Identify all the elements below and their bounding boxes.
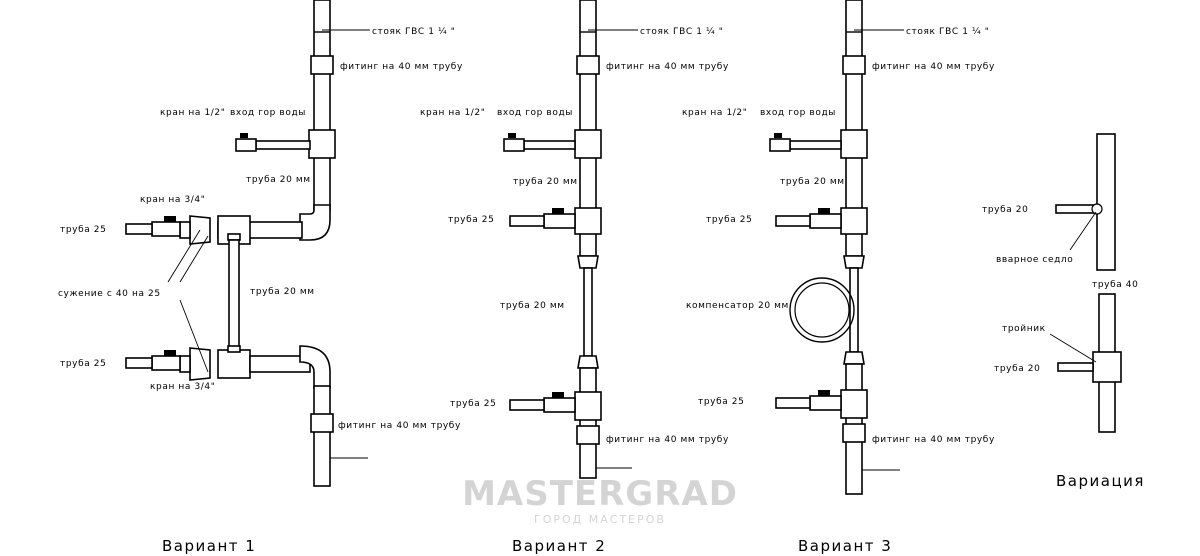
tee-lower	[840, 389, 868, 419]
label-pipe40: труба 40	[1092, 280, 1138, 290]
label-pipe25-bottom: труба 25	[450, 399, 496, 409]
pipe20-vertical	[583, 267, 593, 357]
label-riser: стояк ГВС 1 ¼ "	[906, 27, 990, 37]
watermark-tagline: ГОРОД МАСТЕРОВ	[534, 513, 666, 526]
riser-pipe-bottom	[313, 385, 331, 487]
label-valve-half: кран на 1/2"	[160, 108, 226, 118]
pipe25-upper	[125, 223, 153, 235]
variant-2: стояк ГВС 1 ¼ " фитинг на 40 мм трубу кр…	[420, 0, 729, 555]
label-pipe25-bottom: труба 25	[698, 397, 744, 407]
label-fitting-top: фитинг на 40 мм трубу	[606, 62, 729, 72]
tee-top	[308, 129, 336, 159]
pipe40-upper	[1096, 133, 1116, 271]
valve-1-2	[769, 138, 791, 152]
elbow-top	[299, 204, 331, 241]
label-hot-inlet: вход гор воды	[497, 108, 573, 118]
tee-top	[574, 129, 602, 159]
label-pipe20-top: труба 20 мм	[246, 175, 311, 185]
label-hot-inlet: вход гор воды	[230, 108, 306, 118]
valve-1-2	[235, 138, 257, 152]
pipe25-lower	[125, 357, 153, 369]
label-pipe20-b: труба 20	[994, 364, 1040, 374]
fitting-40mm-bottom	[310, 413, 334, 433]
reducer-lower	[189, 347, 211, 381]
variation: труба 20 вварное седло труба 40 тройник …	[982, 133, 1145, 490]
pipe20-saddle-branch	[1055, 204, 1098, 214]
pipe20-branch	[523, 140, 576, 150]
label-valve-34-top: кран на 3/4"	[140, 195, 206, 205]
valve-lower	[543, 397, 576, 413]
valve-3-4-lower	[151, 355, 181, 371]
pipe20-vertical	[228, 239, 240, 349]
label-valve-half: кран на 1/2"	[682, 108, 748, 118]
label-fitting-bottom: фитинг на 40 мм трубу	[872, 435, 995, 445]
label-fitting-bottom: фитинг на 40 мм трубу	[338, 421, 461, 431]
label-pipe20-a: труба 20	[982, 205, 1028, 215]
label-valve-34-bottom: кран на 3/4"	[150, 382, 216, 392]
reducer-lower	[843, 351, 865, 365]
valve-upper	[809, 213, 842, 229]
tee-top	[840, 129, 868, 159]
tee-upper	[840, 207, 868, 235]
pipe25-lower	[509, 399, 545, 411]
fitting-40mm-top	[842, 55, 866, 75]
variant-1: стояк ГВС 1 ¼ " фитинг на 40 мм трубу кр…	[58, 0, 463, 555]
fitting-40mm-top	[576, 55, 600, 75]
fitting-40mm-top	[310, 55, 334, 75]
caption-variant-1: Вариант 1	[162, 537, 256, 555]
riser-pipe-bottom	[579, 367, 597, 479]
watermark-brand: MASTERGRAD	[462, 474, 738, 514]
caption-variant-2: Вариант 2	[512, 537, 606, 555]
pipe25-lower	[775, 397, 811, 409]
tee-fitting	[1092, 351, 1122, 383]
caption-variation: Вариация	[1056, 472, 1145, 490]
label-pipe25-top: труба 25	[448, 215, 494, 225]
fitting-40mm-bottom	[576, 425, 600, 445]
label-tee: тройник	[1002, 324, 1046, 334]
compensator-loop	[789, 277, 855, 343]
label-fitting-top: фитинг на 40 мм трубу	[340, 62, 463, 72]
tee-upper	[574, 207, 602, 235]
valve-1-2	[503, 138, 525, 152]
label-riser: стояк ГВС 1 ¼ "	[640, 27, 724, 37]
label-fitting-top: фитинг на 40 мм трубу	[872, 62, 995, 72]
tee-lower	[574, 391, 602, 421]
label-fitting-bottom: фитинг на 40 мм трубу	[606, 435, 729, 445]
label-pipe20-top: труба 20 мм	[780, 177, 845, 187]
tee-lower	[217, 349, 251, 379]
reducer-upper	[577, 255, 599, 269]
label-reducer: сужение с 40 на 25	[58, 289, 161, 299]
label-pipe20-mid: труба 20 мм	[250, 287, 315, 297]
label-hot-inlet: вход гор воды	[760, 108, 836, 118]
fitting-40mm-bottom	[842, 423, 866, 443]
label-riser: стояк ГВС 1 ¼ "	[372, 27, 456, 37]
pipe25-upper	[509, 215, 545, 227]
label-pipe25-top: труба 25	[706, 215, 752, 225]
reducer-upper	[843, 255, 865, 269]
valve-upper	[543, 213, 576, 229]
reducer-lower	[577, 355, 599, 369]
label-pipe20-mid: труба 20 мм	[500, 301, 565, 311]
valve-3-4-upper	[151, 221, 181, 237]
label-compensator: компенсатор 20 мм	[686, 301, 789, 311]
valve-lower	[809, 395, 842, 411]
pipe25-upper	[775, 215, 811, 227]
variant-3: стояк ГВС 1 ¼ " фитинг на 40 мм трубу кр…	[682, 0, 995, 555]
pipe20-branch	[255, 140, 311, 150]
pipe20-branch	[789, 140, 842, 150]
label-pipe25-bottom: труба 25	[60, 359, 106, 369]
pipe20-tee-branch	[1057, 362, 1094, 372]
label-saddle: вварное седло	[996, 255, 1073, 265]
label-pipe20-top: труба 20 мм	[513, 177, 578, 187]
caption-variant-3: Вариант 3	[798, 537, 892, 555]
label-pipe25-top: труба 25	[60, 225, 106, 235]
label-valve-half: кран на 1/2"	[420, 108, 486, 118]
saddle	[1091, 203, 1103, 215]
